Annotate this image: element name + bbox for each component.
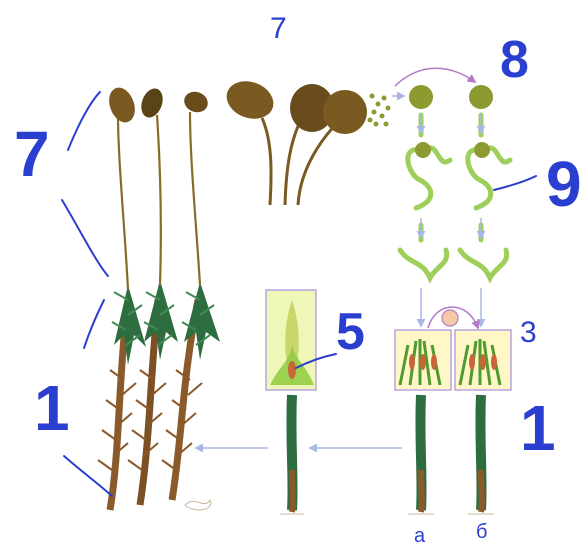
label-sub-a: а (414, 526, 425, 546)
label-sub-b: б (476, 522, 487, 542)
spore-group (409, 85, 493, 109)
young-shoot-frame (266, 290, 316, 390)
label-spore-8: 8 (500, 34, 529, 86)
label-gametangia-3: 3 (520, 318, 537, 348)
label-left-1: 1 (34, 376, 70, 440)
dispersal-arrow (395, 68, 475, 86)
label-right-1: 1 (520, 396, 556, 460)
label-left-7: 7 (14, 122, 50, 186)
protonema-group (400, 115, 510, 278)
young-plants-group (280, 395, 494, 514)
label-top-7: 7 (270, 14, 287, 44)
label-leaf-5: 5 (336, 306, 365, 358)
label-protonema-9: 9 (546, 152, 582, 216)
capsule-closeup-group (221, 75, 390, 205)
mature-moss-group (98, 84, 220, 510)
gametangia-frames (395, 307, 511, 390)
